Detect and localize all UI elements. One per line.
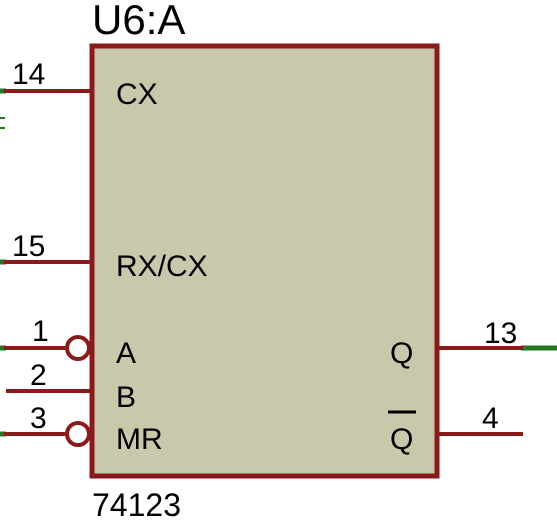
pin-label-q-bar: Q: [390, 423, 413, 456]
pin-13-number: 13: [484, 317, 517, 350]
net-stubs: [0, 88, 557, 437]
pin-14-number: 14: [12, 58, 45, 91]
pin-15-number: 15: [12, 230, 45, 263]
pin-1-number: 1: [32, 315, 49, 348]
pin-label-cx: CX: [116, 78, 158, 111]
pin-1-inversion-bubble: [65, 335, 91, 361]
pin-label-q: Q: [390, 337, 413, 370]
pin-2-number: 2: [30, 359, 47, 392]
component-part-number: 74123: [92, 487, 181, 523]
pin-label-rxcx: RX/CX: [116, 250, 208, 283]
pin-3-number: 3: [30, 402, 47, 435]
pin-label-a: A: [116, 337, 136, 370]
pin-3-inversion-bubble: [65, 421, 91, 447]
pin-wires: [4, 89, 523, 447]
pin-4-number: 4: [482, 402, 499, 435]
pin-label-b: B: [116, 381, 136, 414]
pin-label-mr: MR: [116, 423, 163, 456]
component-designator: U6:A: [92, 0, 185, 43]
